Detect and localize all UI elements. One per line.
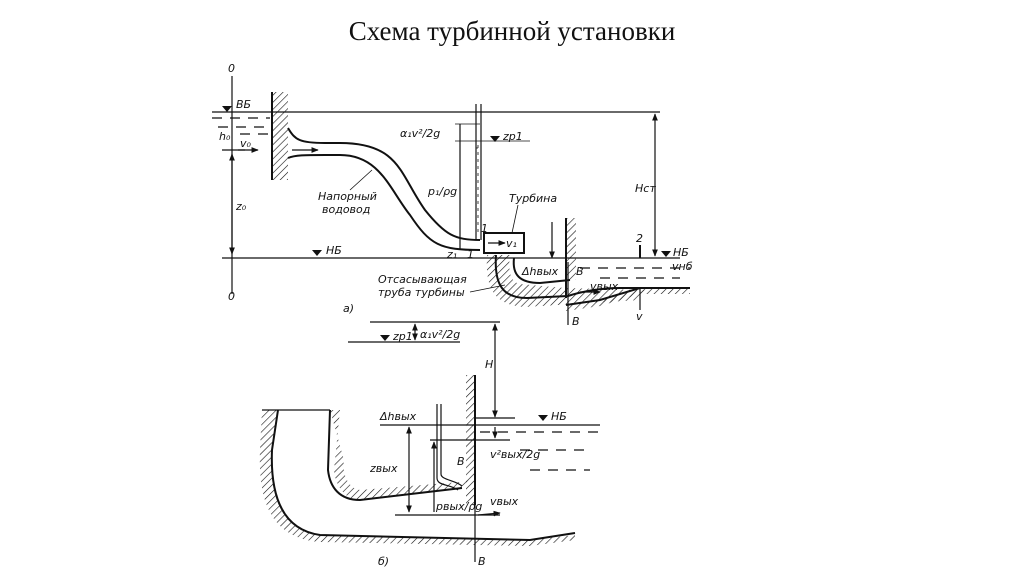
section-b-label: В: [576, 265, 584, 278]
caption-b: б): [378, 555, 389, 568]
section-0-top-label: 0: [228, 62, 235, 75]
head-b-label: H: [485, 358, 493, 371]
v-bottom-label: v: [636, 310, 643, 323]
section-b-bottom-label: В: [572, 315, 580, 328]
section-1-bottom-label: 1: [467, 248, 474, 261]
penstock-upper-wall: [287, 127, 481, 241]
level-marker-icon: [490, 136, 500, 142]
v0-label: v₀: [240, 137, 252, 150]
v-out-head-b-label: v²вых/2g: [490, 448, 540, 461]
draft-tube-inner-wall: [326, 409, 463, 502]
draft-tube-hatching: [486, 255, 645, 307]
pressure-head-label: p₁/ρg: [427, 185, 457, 198]
section-b-b-label: В: [457, 455, 465, 468]
v1-label: v₁: [506, 237, 517, 250]
draft-tube-label-1: Отсасывающая: [378, 273, 467, 286]
level-marker-icon: [222, 106, 232, 112]
diagram-b: zр1 α₁v²/2g H НБ Δhвых v²вых/2g В zвых: [259, 321, 600, 568]
z0-label: z₀: [235, 200, 247, 213]
p-out-label: pвых/ρg: [435, 500, 482, 513]
upper-level-label: ВБ: [236, 98, 251, 111]
static-head-label: Hст: [635, 182, 656, 195]
draft-tube-outer-wall: [270, 409, 576, 542]
lower-level-label: НБ: [326, 244, 342, 257]
level-marker-icon: [538, 415, 548, 421]
page-title: Схема турбинной установки: [348, 16, 676, 46]
turbine-label: Турбина: [509, 192, 557, 205]
section-0-bottom-label: 0: [228, 290, 235, 303]
z-out-label: zвых: [369, 462, 398, 475]
section-2-label: 2: [636, 232, 643, 245]
section-b-bottom-b-label: В: [478, 555, 486, 568]
caption-a: а): [343, 302, 354, 315]
velocity-head-label: α₁v²/2g: [400, 127, 440, 140]
piezo-level-label: zр1: [502, 130, 523, 143]
penstock-label-2: водовод: [322, 203, 370, 216]
v-nb-label: vнб: [672, 260, 693, 273]
level-marker-icon: [661, 251, 671, 257]
section-1-top-label: 1: [481, 222, 488, 235]
penstock-lower-wall: [287, 154, 481, 251]
outlet-wall: [566, 218, 576, 280]
dam-wall: [272, 92, 288, 180]
lower-level-right-label: НБ: [673, 246, 689, 259]
draft-tube-label-2: труба турбины: [378, 286, 465, 299]
loss-label: Δhвых: [521, 265, 559, 278]
v-out-label: vвых: [590, 280, 619, 293]
piezo-level-b-label: zр1: [392, 330, 413, 343]
z1-label: z₁: [446, 248, 457, 261]
penstock-label-1: Напорный: [318, 190, 377, 203]
h0-label: h₀: [219, 130, 231, 143]
velocity-head-b-label: α₁v²/2g: [420, 328, 460, 341]
diagram-a: 0 0 ВБ h₀ v₀ z₀ Напорный водовод: [212, 62, 693, 328]
level-marker-icon: [380, 335, 390, 341]
lower-level-b-label: НБ: [551, 410, 567, 423]
level-marker-icon: [312, 250, 322, 256]
loss-b-label: Δhвых: [379, 410, 417, 423]
v-out-b-label: vвых: [490, 495, 519, 508]
